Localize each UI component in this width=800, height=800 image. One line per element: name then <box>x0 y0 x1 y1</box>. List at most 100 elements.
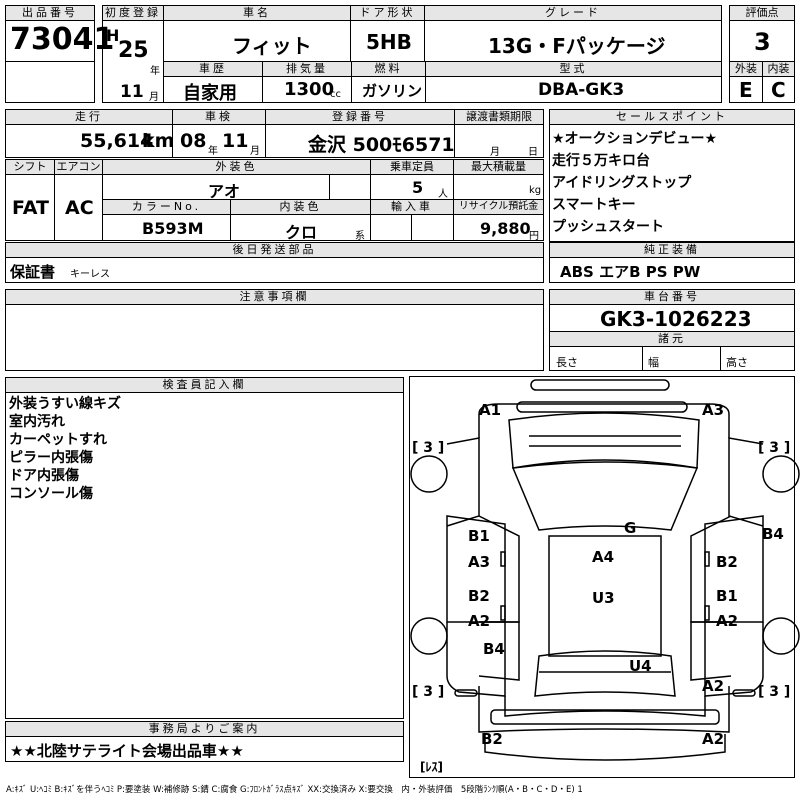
shift-label: シフト <box>5 159 55 175</box>
score: 3 <box>754 28 771 56</box>
ext-color: アオ <box>208 182 241 201</box>
import-box <box>370 214 412 241</box>
int-color: クロ <box>285 223 318 242</box>
recycle-box <box>453 214 544 241</box>
mileage-label: 走行 <box>5 109 173 125</box>
ac-label: エアコン <box>54 159 103 175</box>
inspector-box <box>5 392 404 719</box>
int-box <box>762 76 795 103</box>
int-grade: C <box>771 78 786 102</box>
tire-front-right: [ 3 ] <box>758 440 791 456</box>
year-unit: 年 <box>150 66 160 77</box>
displacement: 1300 <box>284 79 335 100</box>
followup-label: 後日発送部品 <box>5 242 544 258</box>
mark-a2-rear: A2 <box>702 730 725 748</box>
import-label: 輸入車 <box>370 199 454 215</box>
inspection-year: 08 <box>180 130 207 152</box>
dims-height-box <box>720 346 795 371</box>
mark-u4: U4 <box>629 657 652 675</box>
fuel-label: 燃料 <box>351 61 426 77</box>
load-label: 最大積載量 <box>453 159 544 175</box>
color-no-label: カラーNo. <box>102 199 231 215</box>
displacement-label: 排気量 <box>262 61 352 77</box>
tire-rear-right: [ 3 ] <box>758 684 791 700</box>
transfer-box <box>454 124 544 158</box>
door: 5HB <box>366 30 412 54</box>
capacity-unit: 人 <box>438 189 448 200</box>
score-label: 評価点 <box>729 5 795 21</box>
ac: AC <box>65 197 94 219</box>
inspection-year-unit: 年 <box>208 146 218 157</box>
mark-a2-left: A2 <box>468 612 491 630</box>
dims-width-label: 幅 <box>648 356 659 369</box>
car-name-label: 車名 <box>163 5 351 21</box>
tire-rear-left: [ 3 ] <box>412 684 445 700</box>
color-no: B593M <box>142 219 204 238</box>
inspector-note: 外装うすい線キズ <box>9 396 121 412</box>
chassis-label: 車台番号 <box>549 289 795 305</box>
capacity-label: 乗車定員 <box>370 159 454 175</box>
transfer-day-unit: 日 <box>528 147 538 158</box>
car-name: フィット <box>232 34 312 58</box>
model-box <box>425 76 722 103</box>
equipment-label: 純正装備 <box>549 242 795 258</box>
fuel: ガソリン <box>362 82 423 100</box>
inspector-label: 検査員記入欄 <box>5 377 404 393</box>
mark-b2-rear: B2 <box>481 730 503 748</box>
tire-front-left: [ 3 ] <box>412 440 445 456</box>
capacity: 5 <box>412 178 424 197</box>
recycle-unit: 円 <box>529 231 539 242</box>
legend: A:ｷｽﾞ U:ﾍｺﾐ B:ｷｽﾞを伴うﾍｺﾐ P:要塗装 W:補修跡 S:錆 … <box>6 785 583 795</box>
history-label: 車歴 <box>163 61 263 77</box>
ext-color-label: 外装色 <box>102 159 371 175</box>
mileage-unit: km <box>142 130 175 152</box>
first-reg-label: 初度登録 <box>102 5 164 21</box>
mark-a4: A4 <box>592 548 615 566</box>
inspector-note: ドア内張傷 <box>9 468 79 484</box>
shift: FAT <box>12 197 49 219</box>
diagram-box <box>409 376 795 778</box>
office-message: ★★北陸サテライト会場出品車★★ <box>10 742 244 760</box>
grade: 13G・Fパッケージ <box>488 34 666 58</box>
mark-a3-front: A3 <box>702 401 725 419</box>
recycle-label: リサイクル預託金 <box>453 199 544 215</box>
model: DBA-GK3 <box>538 80 625 100</box>
inspector-note: コンソール傷 <box>9 486 93 502</box>
reg-month: 11 <box>120 82 144 102</box>
car-diagram <box>410 379 800 761</box>
ext-grade: E <box>739 78 753 102</box>
sales-point: 走行５万キロ台 <box>552 153 650 169</box>
mark-a1: A1 <box>479 401 502 419</box>
int-color-unit: 系 <box>355 231 365 242</box>
inspector-note: 室内汚れ <box>9 414 65 430</box>
inspection-label: 車検 <box>172 109 266 125</box>
inspector-notes: 外装うすい線キズ室内汚れカーペットすれピラー内張傷ドア内張傷コンソール傷 <box>9 395 121 503</box>
displacement-unit: cc <box>330 89 341 100</box>
mark-u3: U3 <box>592 589 615 607</box>
spare-tire: [ﾚｽ] <box>420 760 443 774</box>
sales-point: ★オークションデビュー★ <box>552 131 718 147</box>
sales-point: プッシュスタート <box>552 219 664 235</box>
inspection-month: 11 <box>222 130 249 152</box>
sales-point: スマートキー <box>552 197 636 213</box>
sales-box <box>549 124 795 242</box>
followup-main: 保証書 <box>10 263 56 281</box>
month-unit: 月 <box>149 92 159 103</box>
reg-no-label: 登録番号 <box>265 109 455 125</box>
lot-no-sub <box>5 61 95 103</box>
recycle: 9,880 <box>480 219 531 238</box>
notes-box <box>5 304 544 371</box>
mark-b2-right-front: B2 <box>716 553 738 571</box>
equipment-box <box>549 257 795 283</box>
transfer-month-unit: 月 <box>490 147 500 158</box>
inspection-month-unit: 月 <box>250 146 260 157</box>
door-label: ドア形状 <box>350 5 425 21</box>
import-box-2 <box>411 214 454 241</box>
inspector-note: カーペットすれ <box>9 432 107 448</box>
office-label: 事務局よりご案内 <box>5 721 404 737</box>
model-label: 型式 <box>425 61 722 77</box>
transfer-label: 譲渡書類期限 <box>454 109 544 125</box>
ext-color-extra <box>329 174 371 200</box>
dims-height-label: 高さ <box>726 356 748 369</box>
mark-b1-left: B1 <box>468 527 490 545</box>
